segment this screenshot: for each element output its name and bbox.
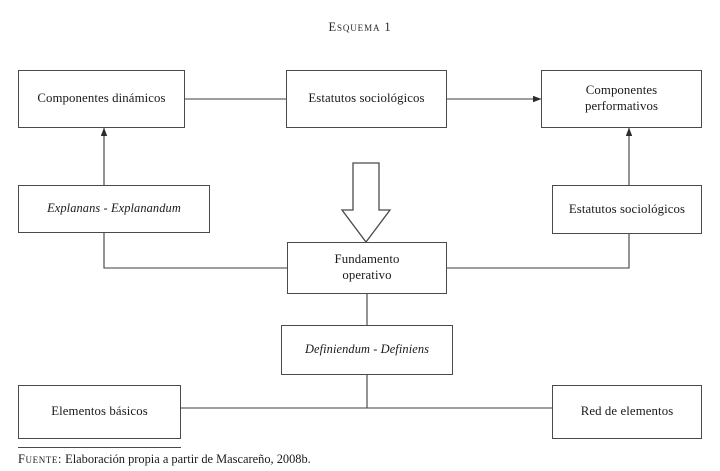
node-fundamento-operativo[interactable]: Fundamento operativo	[287, 242, 447, 294]
node-label: Explanans - Explanandum	[47, 201, 181, 216]
node-red-de-elementos[interactable]: Red de elementos	[552, 385, 702, 439]
source-keyword: Fuente:	[18, 452, 63, 466]
source-text: Elaboración propia a partir de Mascareño…	[62, 452, 311, 466]
figure-title: Esquema 1	[328, 20, 392, 34]
node-label: Componentes dinámicos	[37, 91, 166, 106]
node-label: Estatutos sociológicos	[568, 201, 686, 216]
node-label: Definiendum - Definiens	[304, 342, 430, 357]
connector-fundamento-to-estatutos-right	[447, 234, 630, 269]
node-label: Red de elementos	[580, 404, 674, 419]
node-estatutos-sociologicos-right[interactable]: Estatutos sociológicos	[552, 185, 702, 234]
node-label: Fundamento operativo	[334, 252, 400, 282]
source-note: Fuente: Elaboración propia a partir de M…	[18, 452, 311, 467]
node-label: Elementos básicos	[51, 404, 148, 419]
node-estatutos-sociologicos-top[interactable]: Estatutos sociológicos	[286, 70, 447, 128]
node-componentes-dinamicos[interactable]: Componentes dinámicos	[18, 70, 185, 128]
node-label: Componentes performativos	[584, 83, 659, 113]
node-explanans-explanandum[interactable]: Explanans - Explanandum	[18, 185, 210, 233]
source-rule	[18, 447, 181, 448]
node-definiendum-definiens[interactable]: Definiendum - Definiens	[281, 325, 453, 375]
block-arrow-down-icon	[340, 162, 392, 244]
node-componentes-performativos[interactable]: Componentes performativos	[541, 70, 702, 128]
node-label: Estatutos sociológicos	[308, 91, 425, 106]
connector-explanans-to-fundamento	[103, 233, 287, 269]
node-elementos-basicos[interactable]: Elementos básicos	[18, 385, 181, 439]
